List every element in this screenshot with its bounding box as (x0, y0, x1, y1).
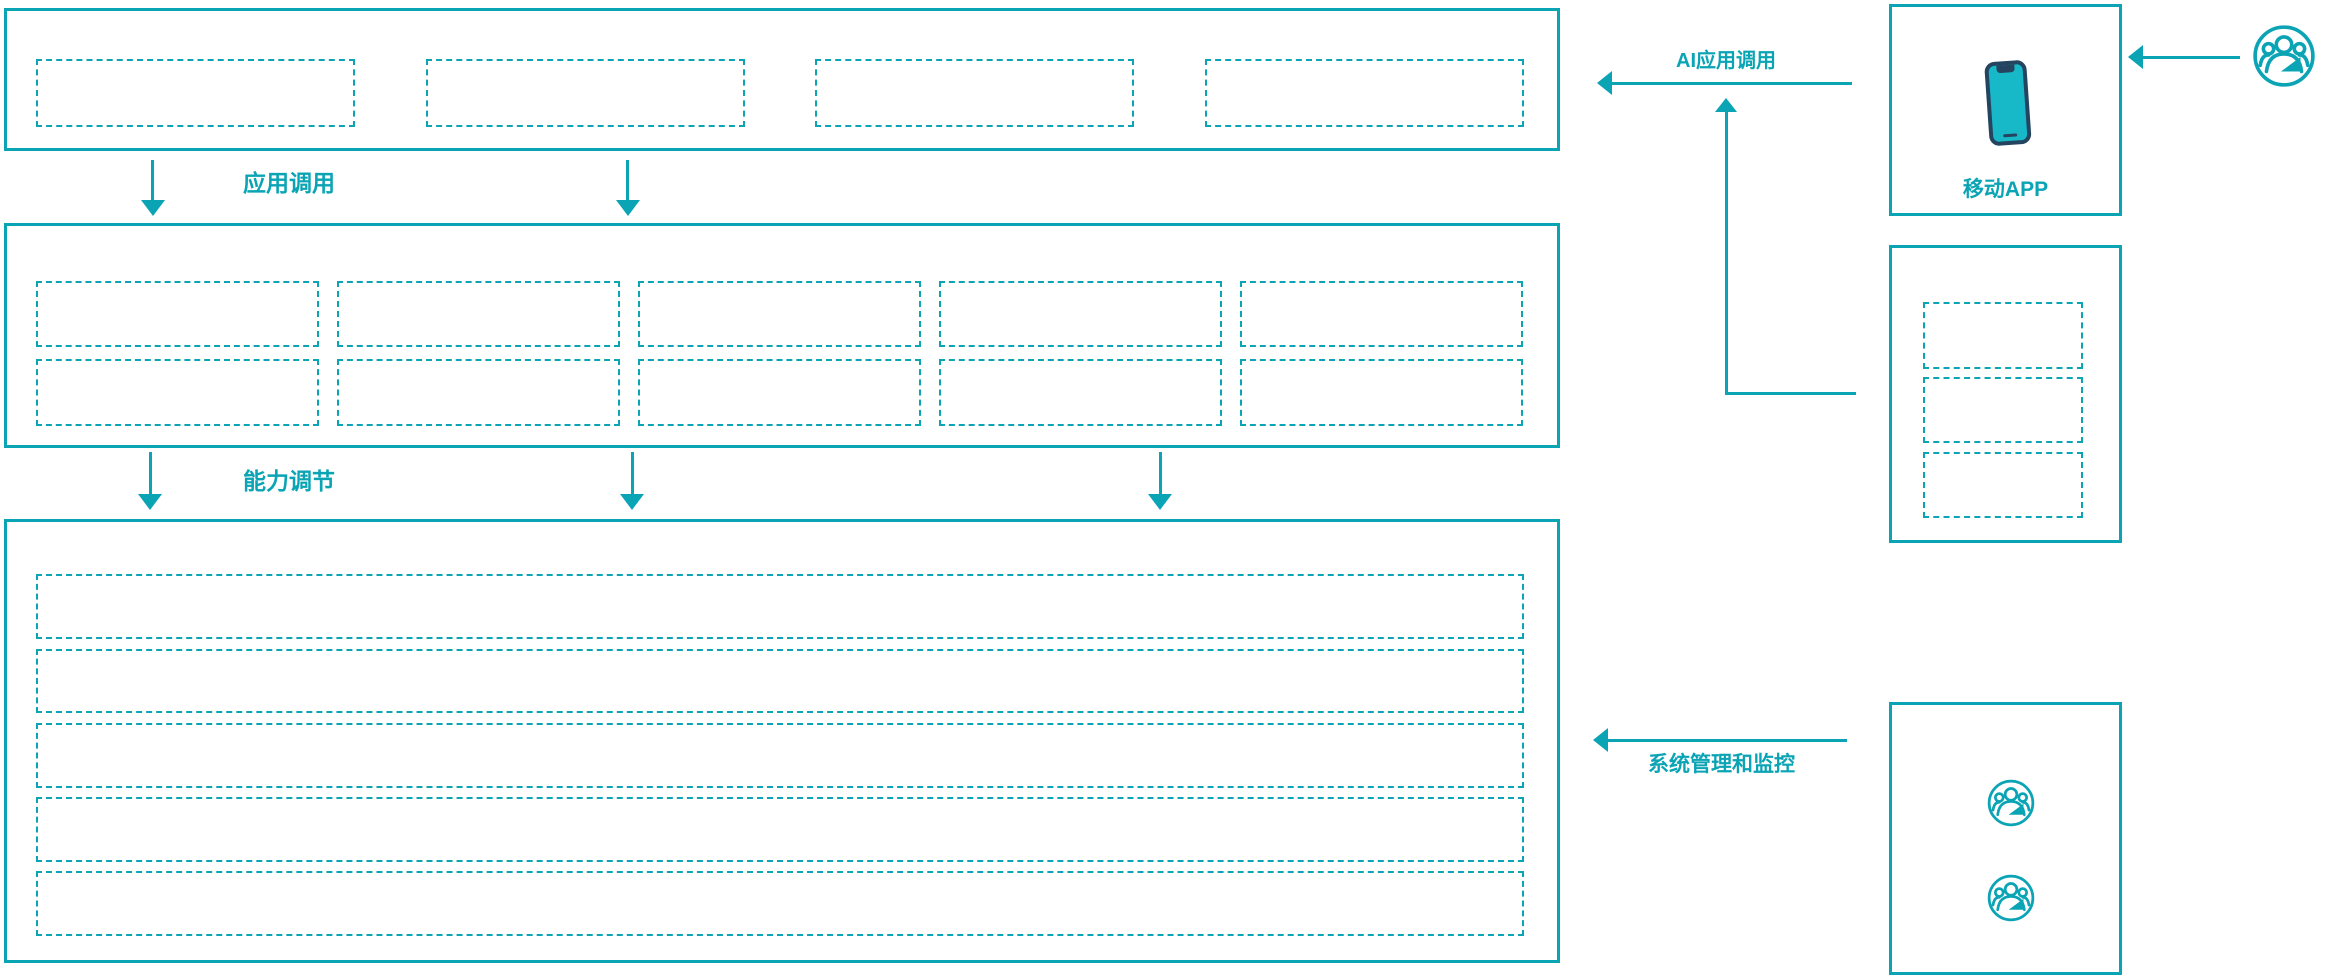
users-group-icon (2253, 25, 2315, 87)
capability-layer-box (4, 223, 1560, 448)
capability-slot (939, 359, 1222, 426)
capability-adjust-arrow-line (1159, 452, 1162, 494)
platform-row-slot (36, 649, 1524, 713)
system-monitor-label: 系统管理和监控 (1648, 753, 1795, 776)
users-group-icon (1987, 779, 2035, 827)
capability-slot (939, 281, 1222, 347)
capability-slot (337, 281, 620, 347)
ai-app-call-arrow-line (1612, 82, 1852, 85)
open-platform-up-arrowhead (1715, 98, 1737, 112)
ai-app-call-label: AI应用调用 (1676, 50, 1776, 72)
capability-adjust-arrowhead (138, 494, 162, 510)
application-slot (426, 59, 745, 127)
users-group-icon (1987, 874, 2035, 922)
open-platform-up-arrow-line (1725, 112, 1728, 394)
capability-adjust-arrow-line (631, 452, 634, 494)
capability-slot (337, 359, 620, 426)
user-access-arrow-line (2143, 56, 2240, 59)
open-platform-slot (1923, 377, 2083, 443)
application-slot (1205, 59, 1524, 127)
platform-row-slot (36, 797, 1524, 862)
application-layer-box (4, 8, 1560, 151)
open-platform-box (1889, 245, 2122, 543)
capability-adjust-arrow-line (149, 452, 152, 494)
mobile-app-box: 移动APP (1889, 4, 2122, 216)
user-access-arrowhead (2128, 45, 2143, 69)
capability-slot (1240, 359, 1523, 426)
platform-row-slot (36, 871, 1524, 936)
app-call-arrow-line (151, 160, 154, 200)
open-platform-slot (1923, 302, 2083, 369)
app-call-arrow-line (626, 160, 629, 200)
admin-panel-box (1889, 702, 2122, 975)
capability-slot (36, 281, 319, 347)
open-platform-connector-line (1725, 392, 1856, 395)
capability-adjust-label: 能力调节 (243, 468, 335, 494)
platform-layer-box (4, 519, 1560, 963)
system-monitor-arrowhead (1593, 728, 1608, 752)
system-monitor-arrow-line (1608, 739, 1847, 742)
app-call-arrowhead (616, 200, 640, 216)
application-slot (36, 59, 355, 127)
platform-row-slot (36, 723, 1524, 788)
smartphone-icon (1984, 60, 2032, 146)
capability-adjust-arrowhead (620, 494, 644, 510)
app-call-label: 应用调用 (243, 170, 335, 196)
capability-slot (36, 359, 319, 426)
open-platform-slot (1923, 452, 2083, 518)
app-call-arrowhead (141, 200, 165, 216)
platform-row-slot (36, 574, 1524, 639)
capability-adjust-arrowhead (1148, 494, 1172, 510)
ai-app-call-arrowhead (1597, 71, 1612, 95)
application-slot (815, 59, 1134, 127)
capability-slot (638, 359, 921, 426)
capability-slot (638, 281, 921, 347)
capability-slot (1240, 281, 1523, 347)
mobile-app-label: 移动APP (1962, 178, 2049, 201)
